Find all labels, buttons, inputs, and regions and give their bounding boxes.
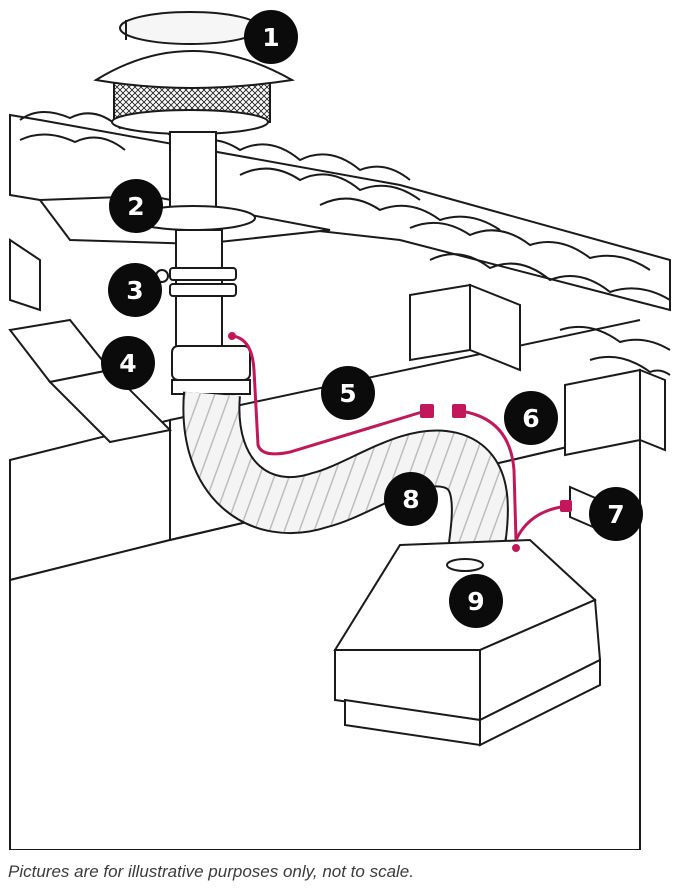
callout-1-number: 1: [262, 23, 279, 52]
callout-9-number: 9: [467, 587, 484, 616]
left-eave: [8, 238, 173, 444]
callout-2-number: 2: [127, 192, 144, 221]
callout-8: 8: [384, 472, 438, 526]
callout-8-number: 8: [402, 485, 419, 514]
callout-3: 3: [108, 263, 162, 317]
callout-6: 6: [504, 391, 558, 445]
callout-6-number: 6: [522, 404, 539, 433]
callout-9: 9: [449, 574, 503, 628]
callout-2: 2: [109, 179, 163, 233]
callout-5: 5: [321, 366, 375, 420]
callout-3-number: 3: [126, 276, 143, 305]
callout-4-number: 4: [119, 349, 136, 378]
callout-5-number: 5: [339, 379, 356, 408]
callout-7: 7: [589, 487, 643, 541]
disclaimer-caption: Pictures are for illustrative purposes o…: [8, 862, 414, 881]
callout-7-number: 7: [607, 500, 624, 529]
cable-plugs: [228, 332, 572, 552]
callout-4: 4: [101, 336, 155, 390]
installation-diagram: 1 2 3 4 5 6 7 8 9: [8, 10, 671, 850]
duct-connector: [171, 345, 251, 395]
range-hood: [333, 538, 602, 747]
pipe-clamp: [155, 267, 237, 297]
roof-beams: [409, 283, 666, 457]
callout-1: 1: [244, 10, 298, 64]
